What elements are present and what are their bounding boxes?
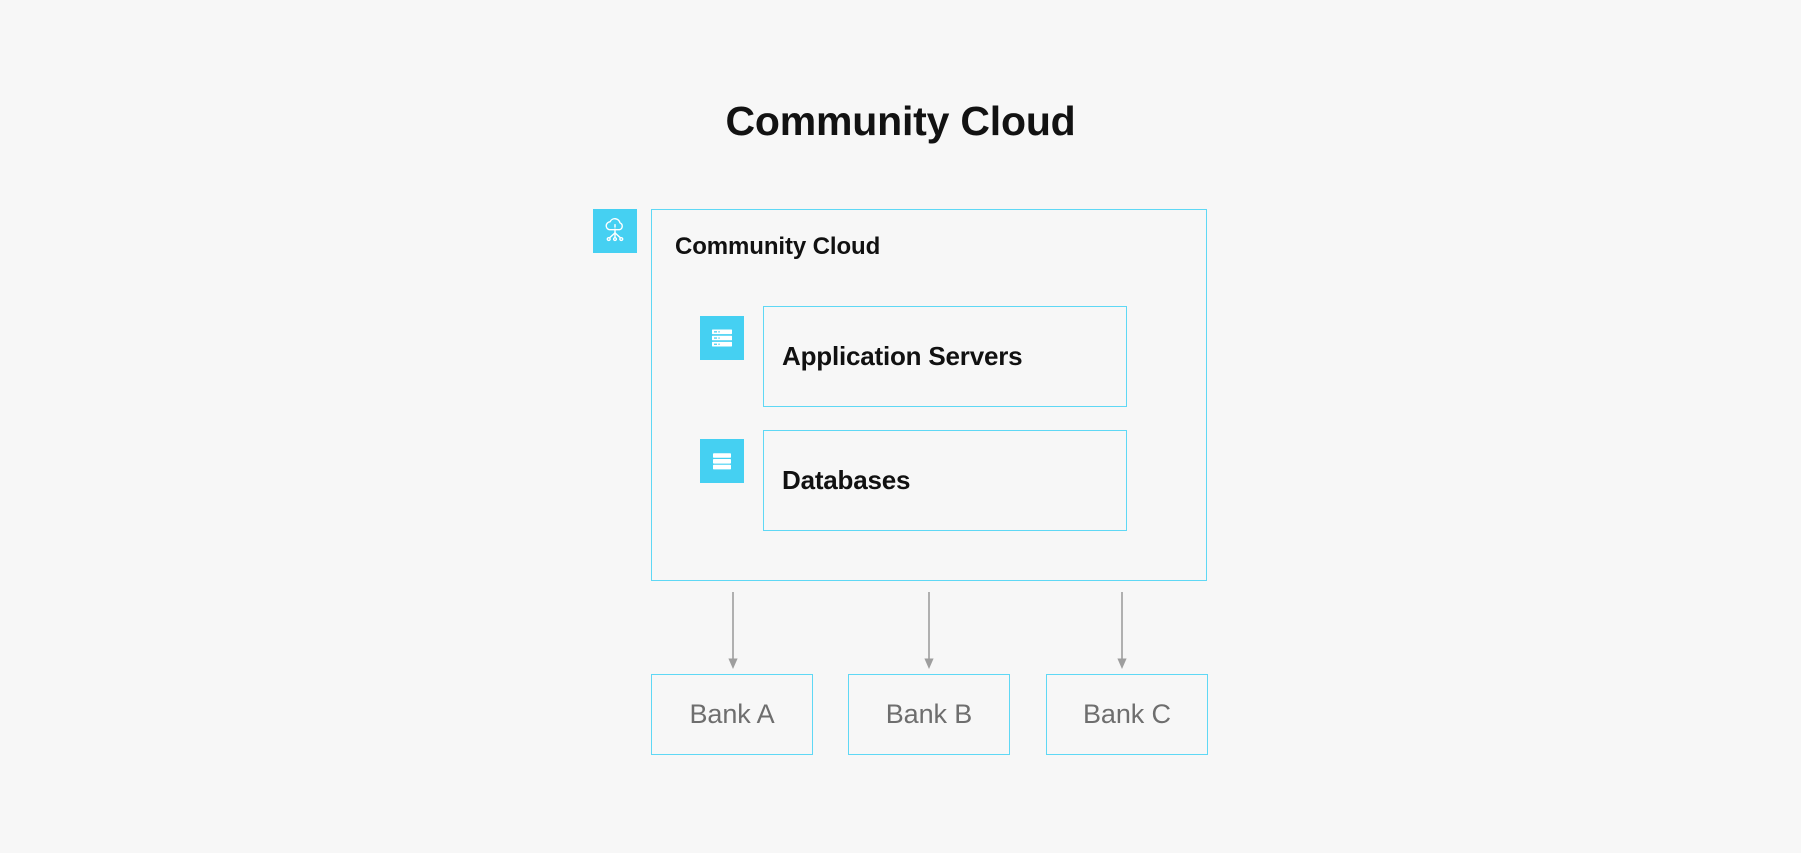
community-cloud-label: Community Cloud	[675, 233, 881, 260]
page-title: Community Cloud	[725, 98, 1076, 144]
resource-label-application-servers: Application Servers	[782, 341, 1023, 371]
resource-label-databases: Databases	[782, 465, 911, 495]
consumer-label-bank-b: Bank B	[885, 699, 973, 729]
arrow-to-bank-b	[922, 592, 936, 670]
database-stack-icon	[700, 439, 744, 483]
consumer-box-bank-b: Bank B	[848, 674, 1010, 755]
consumer-box-bank-a: Bank A	[651, 674, 813, 755]
resource-box-application-servers: Application Servers	[763, 306, 1127, 407]
resource-box-databases: Databases	[763, 430, 1127, 531]
cloud-network-icon	[593, 209, 637, 253]
community-cloud-container	[651, 209, 1207, 581]
arrow-to-bank-c	[1115, 592, 1129, 670]
server-rack-icon	[700, 316, 744, 360]
consumer-label-bank-a: Bank A	[689, 699, 775, 729]
arrow-to-bank-a	[726, 592, 740, 670]
consumer-box-bank-c: Bank C	[1046, 674, 1208, 755]
consumer-label-bank-c: Bank C	[1083, 699, 1171, 729]
